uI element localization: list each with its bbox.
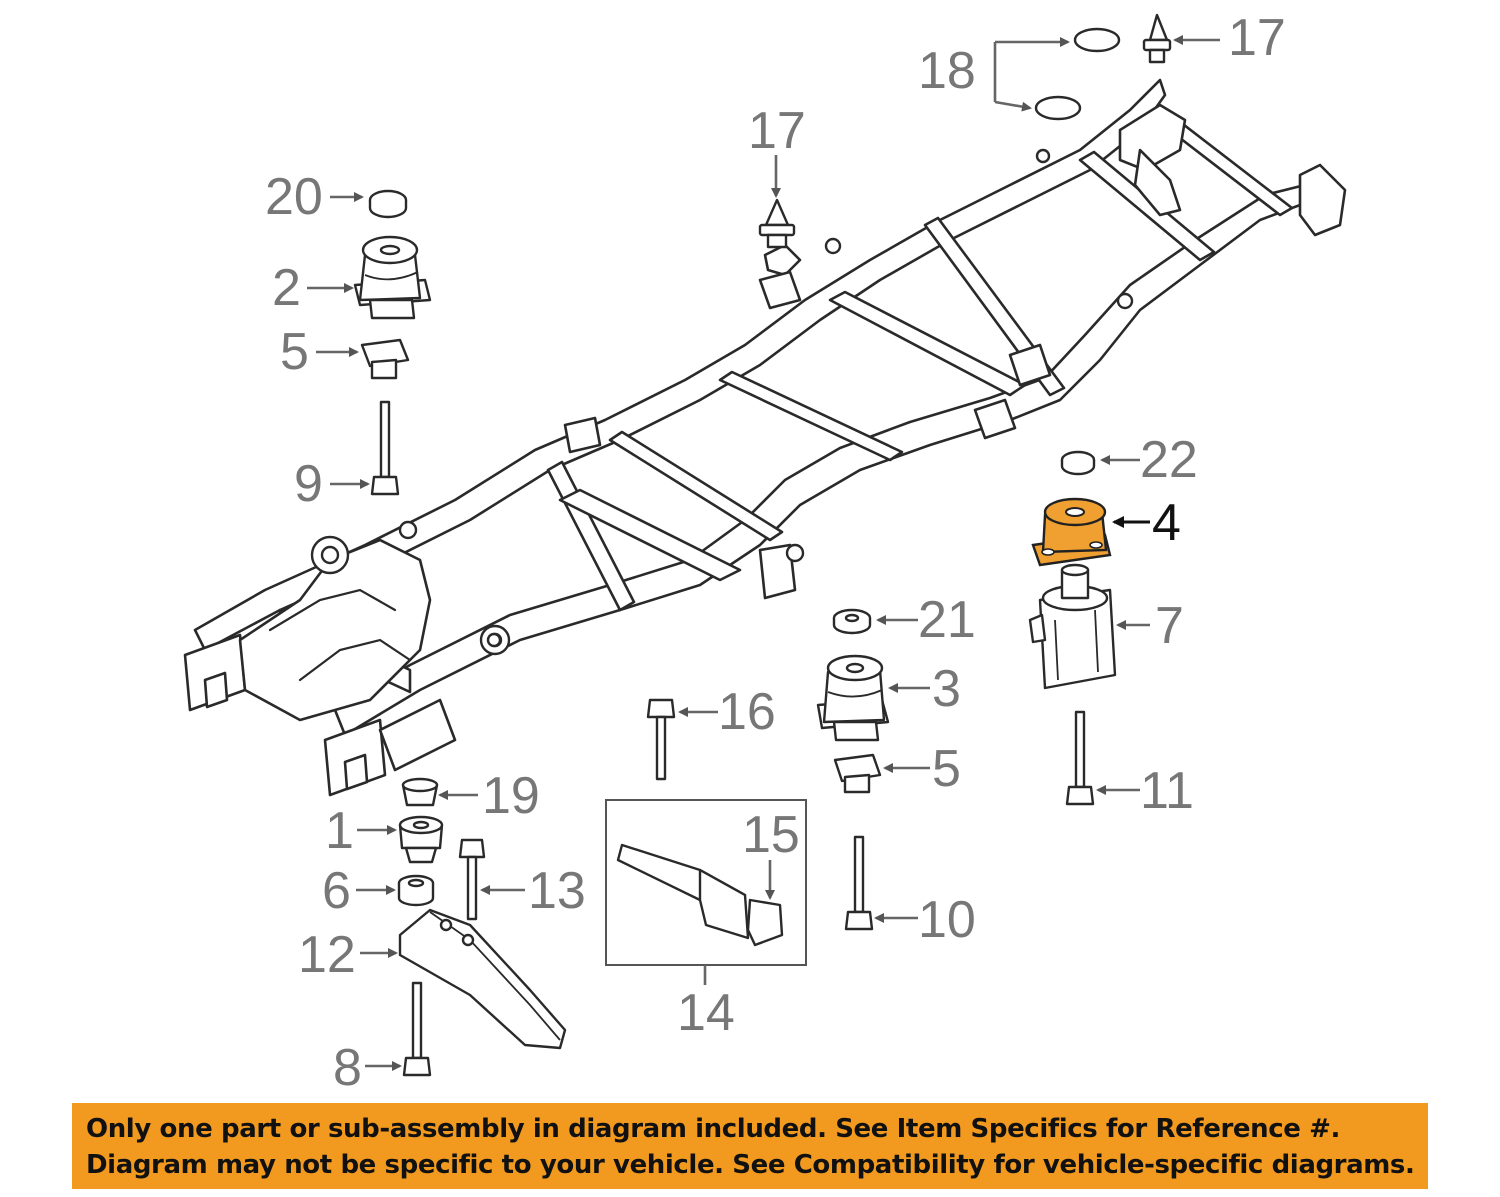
notice-banner: Only one part or sub-assembly in diagram… — [72, 1103, 1428, 1189]
parts-diagram: 17 18 17 20 2 5 9 22 4 21 7 3 16 5 11 19… — [183, 9, 1347, 1097]
part-17-push-pin-mid — [758, 155, 796, 249]
vehicle-frame — [183, 78, 1347, 797]
notice-line-1: Only one part or sub-assembly in diagram… — [86, 1114, 1340, 1144]
part-19-bushing — [401, 777, 478, 807]
part-18-orings — [993, 27, 1121, 121]
callout-17-mid: 17 — [748, 102, 806, 160]
part-21-washer — [832, 608, 918, 635]
callout-6: 6 — [322, 862, 351, 920]
part-2-body-mount — [307, 235, 432, 320]
callout-5-upper: 5 — [280, 323, 309, 381]
part-12-bracket — [360, 908, 567, 1050]
callout-16: 16 — [718, 683, 776, 741]
part-14-cross-member-box — [605, 799, 807, 985]
callout-5-lower: 5 — [932, 740, 961, 798]
callout-11: 11 — [1140, 762, 1194, 820]
part-5-nut-upper — [316, 338, 410, 380]
part-16-bolt — [646, 698, 718, 781]
part-22-washer — [1060, 450, 1140, 476]
callout-1: 1 — [325, 802, 354, 860]
callout-7: 7 — [1155, 597, 1184, 655]
callout-3: 3 — [932, 660, 961, 718]
part-1-bushing — [357, 815, 444, 864]
callout-20: 20 — [265, 168, 323, 226]
callout-4: 4 — [1152, 494, 1181, 552]
part-20-washer — [330, 189, 408, 219]
part-10-bolt — [844, 835, 918, 931]
callout-14: 14 — [677, 984, 735, 1042]
part-9-bolt — [330, 400, 400, 496]
part-6-bushing — [356, 874, 435, 907]
part-17-push-pin-top — [1142, 13, 1220, 64]
callout-21: 21 — [918, 591, 976, 649]
callout-2: 2 — [272, 259, 301, 317]
callout-19: 19 — [482, 767, 540, 825]
callout-22: 22 — [1140, 431, 1198, 489]
callout-17-top: 17 — [1228, 9, 1286, 67]
part-4-body-mount-highlighted — [1031, 497, 1150, 567]
callout-9: 9 — [294, 455, 323, 513]
callout-13: 13 — [528, 862, 586, 920]
part-13-bolt — [458, 838, 525, 921]
part-3-body-mount — [816, 654, 930, 742]
part-11-bolt — [1065, 710, 1140, 806]
callout-12: 12 — [298, 926, 356, 984]
callout-10: 10 — [918, 891, 976, 949]
callout-15: 15 — [742, 806, 800, 864]
part-8-bolt — [365, 981, 432, 1077]
callout-18: 18 — [918, 42, 976, 100]
part-5-nut-lower — [833, 753, 930, 794]
part-7-mount-assembly — [1028, 563, 1150, 690]
callout-8: 8 — [333, 1039, 362, 1097]
notice-line-2: Diagram may not be specific to your vehi… — [86, 1150, 1415, 1180]
